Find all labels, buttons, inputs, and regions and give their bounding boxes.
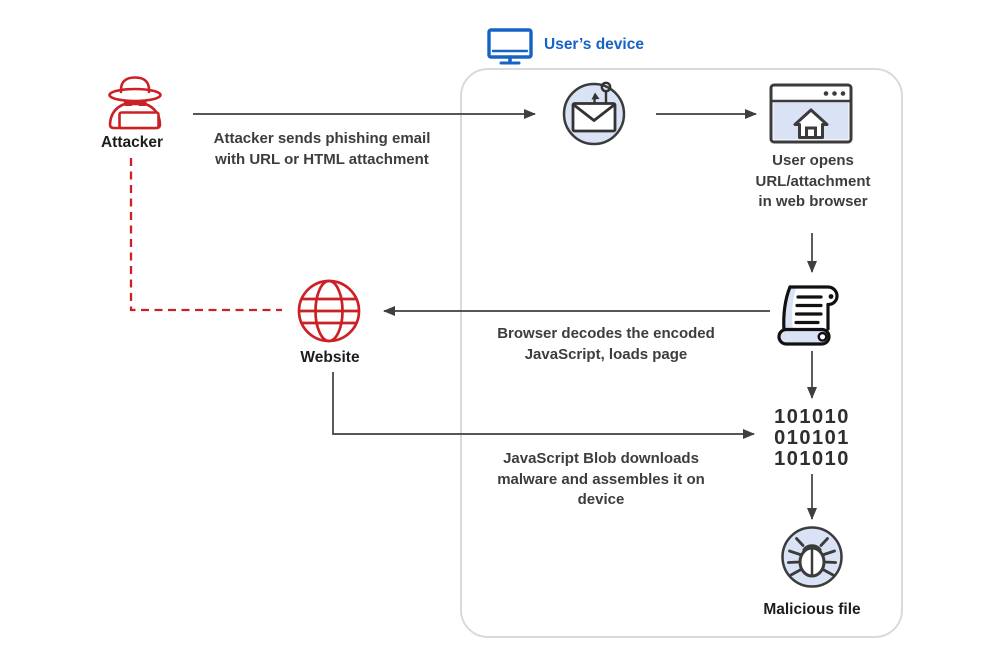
decode-caption-line2: JavaScript, loads page: [524, 345, 688, 363]
browser-caption-line3: in web browser: [758, 193, 868, 210]
blob-download-arrow: [332, 372, 755, 439]
attacker-label: Attacker: [100, 134, 164, 151]
browser-caption-line1: User opens: [772, 152, 854, 169]
blob-caption: JavaScript Blob downloads malware and as…: [497, 449, 705, 511]
decode-caption: Browser decodes the encoded JavaScript, …: [497, 324, 715, 365]
decode-caption-line1: Browser decodes the encoded: [497, 325, 715, 342]
blob-caption-line1: JavaScript Blob downloads: [503, 450, 699, 467]
email-hook-icon: [562, 81, 626, 146]
users-device-label: User’s device: [544, 36, 644, 53]
binary-line2: 010101: [774, 427, 850, 449]
phishing-caption-line1: Attacker sends phishing email: [213, 130, 431, 147]
website-globe-icon: [297, 279, 361, 343]
binary-line3: 101010: [774, 448, 850, 470]
website-label: Website: [300, 349, 360, 366]
binary-line1: 101010: [774, 406, 850, 428]
monitor-icon: [487, 28, 533, 65]
malicious-file-label: Malicious file: [763, 601, 861, 618]
bug-icon: [781, 526, 843, 588]
blob-caption-line2: malware and assembles it on: [497, 470, 705, 488]
phishing-caption-line2: with URL or HTML attachment: [215, 150, 429, 168]
attacker-website-dashed-link: [129, 158, 282, 312]
browser-caption: User opens URL/attachment in web browser: [755, 151, 870, 213]
attacker-icon: [108, 76, 162, 130]
browser-home-icon: [769, 83, 853, 144]
phishing-caption: Attacker sends phishing email with URL o…: [214, 129, 431, 170]
users-device-container: [460, 68, 903, 638]
browser-caption-line2: URL/attachment: [755, 172, 871, 190]
binary-code-icon: 101010 010101 101010: [774, 407, 850, 470]
blob-caption-line3: device: [577, 491, 625, 508]
script-scroll-icon: [777, 285, 839, 346]
